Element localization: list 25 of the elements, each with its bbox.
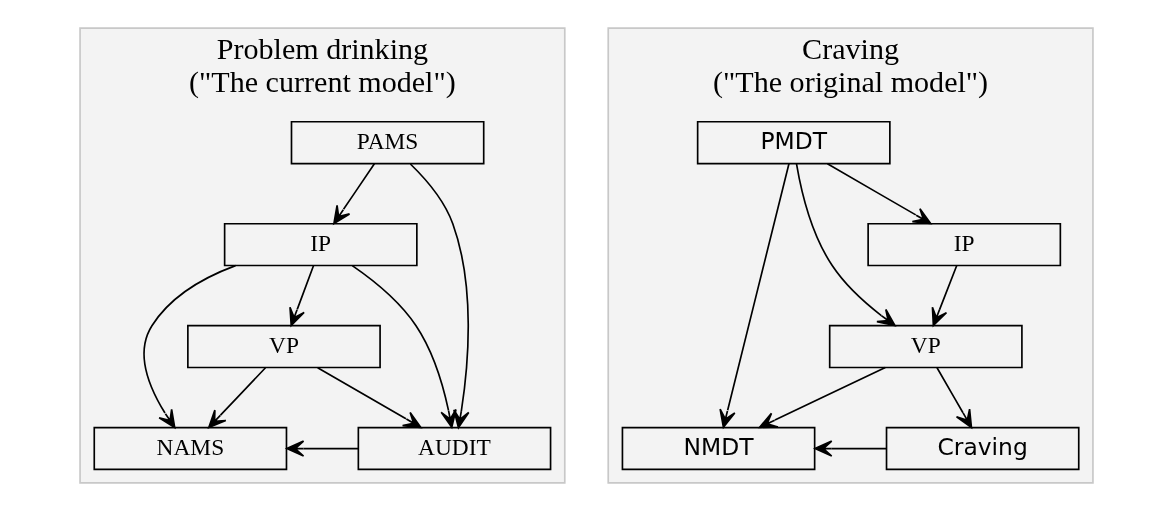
node-box: AUDIT — [357, 426, 552, 471]
arrow — [826, 163, 932, 225]
arrow — [143, 264, 237, 429]
arrow — [289, 264, 315, 327]
arrow — [286, 440, 360, 457]
node-box: VP — [187, 324, 381, 369]
arrow — [719, 162, 790, 429]
node-box: NAMS — [93, 426, 288, 471]
arrow — [316, 366, 422, 429]
arrow — [758, 366, 887, 429]
node-box: NMDT — [621, 426, 816, 471]
arrow — [208, 366, 267, 429]
arrow — [333, 163, 376, 225]
arrow — [351, 264, 457, 429]
arrow — [409, 163, 470, 429]
node-box: IP — [223, 222, 418, 267]
arrow — [814, 440, 888, 457]
arrow — [931, 264, 958, 327]
node-box: Craving — [885, 426, 1080, 471]
node-box: PAMS — [290, 120, 485, 165]
node-box: VP — [828, 324, 1023, 369]
node-box: IP — [867, 222, 1062, 267]
node-box: PMDT — [696, 120, 891, 165]
arrow — [936, 366, 973, 429]
arrow — [795, 163, 896, 327]
